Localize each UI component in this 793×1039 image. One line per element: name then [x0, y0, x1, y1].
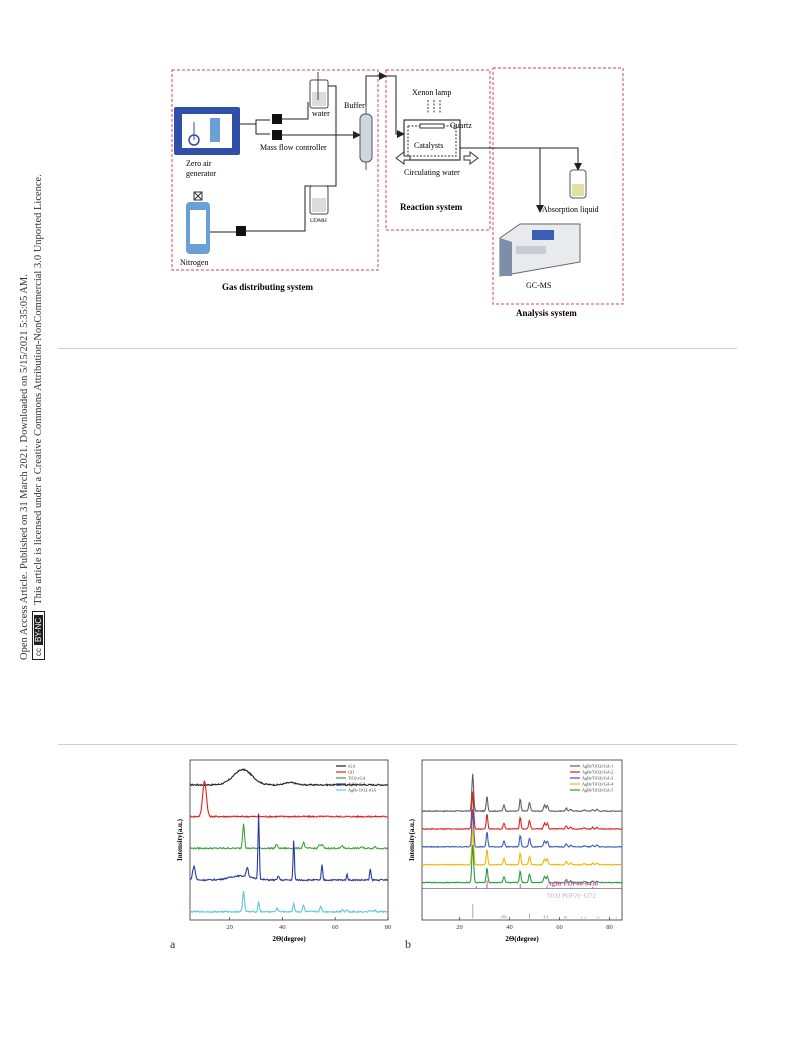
series-line-rGA [189, 768, 389, 787]
legend-label-AgBr/TiO2/rGA-5: AgBr/TiO2/rGA-5 [582, 788, 613, 793]
water-bubbler-icon [309, 72, 329, 109]
gc-ms-label: GC-MS [526, 281, 551, 290]
agbr-reference-label: AgBr PDF06-0438 [547, 881, 599, 888]
x-axis-label: 2Θ(degree) [272, 935, 306, 943]
x-tick-label-20: 20 [456, 924, 463, 931]
gas-system-title: Gas distributing system [222, 282, 314, 292]
udmh-label: UDMH [310, 218, 327, 224]
legend-label-AgBr/TiO2/rGA-2: AgBr/TiO2/rGA-2 [582, 770, 613, 775]
legend-label-rGA: rGA [348, 764, 355, 769]
plot-frame [189, 759, 389, 921]
legend-label-AgBr-rGA: AgBr-rGA [348, 782, 366, 787]
gc-ms-instrument-icon [499, 223, 581, 277]
legend-label-AgBr/TiO2/rGA-1: AgBr/TiO2/rGA-1 [582, 764, 613, 769]
x-tick-label-40: 40 [279, 924, 286, 931]
series-line-AgBr/TiO2/rGA-2 [421, 791, 622, 831]
x-tick-label-80: 80 [385, 924, 392, 931]
water-out-arrow-icon [463, 151, 479, 165]
license-text[interactable]: This article is licensed under a Creativ… [33, 174, 44, 605]
x-tick-label-60: 60 [556, 924, 563, 931]
xenon-lamp-label: Xenon lamp [412, 88, 451, 97]
photoreactor-icon [403, 119, 461, 161]
reaction-system-box [385, 69, 491, 231]
buffer-vessel-icon [359, 106, 373, 170]
published-line: Open Access Article. Published on 31 Mar… [19, 274, 30, 660]
zero-air-generator-icon [174, 107, 240, 155]
section-divider-bottom [58, 744, 737, 745]
absorption-bottle-icon [569, 169, 587, 199]
series-line-AgBr-rGA [189, 813, 389, 882]
x-tick-label-20: 20 [226, 924, 233, 931]
x-axis-label: 2Θ(degree) [505, 935, 539, 943]
legend-label-AgBr/TiO2/rGA-3: AgBr/TiO2/rGA-3 [582, 776, 613, 781]
tio2-reference-label: TiO2 PDF21-1272 [547, 893, 596, 900]
cc-by-nc-badge-icon[interactable]: ccBY-NC [32, 610, 46, 660]
experimental-setup-diagram: Zero air generator Nitrogen Mass flow co… [171, 67, 624, 318]
reaction-system-title: Reaction system [400, 202, 463, 212]
series-line-TiO2-rGA [189, 823, 388, 851]
series-line-GO [189, 780, 389, 819]
plot-frame [421, 759, 623, 921]
y-axis-label: Intensity(a.u.) [408, 818, 416, 861]
circulating-water-label: Circulating water [404, 168, 460, 177]
y-axis-label: Intensity(a.u.) [176, 818, 184, 861]
x-tick-label-40: 40 [506, 924, 513, 931]
generator-label: generator [186, 169, 217, 178]
article-license-sidebar: Open Access Article. Published on 31 Mar… [18, 120, 58, 660]
xenon-lamp-rays-icon [427, 100, 441, 114]
water-in-arrow-icon [395, 151, 411, 165]
series-line-AgBr/TiO2/rGA-5 [421, 844, 623, 884]
legend-label-AgBr/TiO2/rGA-4: AgBr/TiO2/rGA-4 [582, 782, 614, 787]
legend-label-AgBr-TiO2-rGA: AgBr-TiO2-rGA [348, 788, 376, 793]
legend-label-GO: GO [348, 770, 354, 775]
legend-label-TiO2-rGA: TiO2-rGA [348, 776, 366, 781]
series-line-AgBr/TiO2/rGA-1 [422, 773, 623, 813]
series-line-AgBr-TiO2-rGA [189, 891, 389, 914]
analysis-system-title: Analysis system [516, 308, 577, 318]
panel-letter-b: b [405, 937, 411, 951]
x-tick-label-80: 80 [606, 924, 613, 931]
udmh-bubbler-icon [309, 185, 329, 215]
buffer-label: Buffer [344, 101, 365, 110]
section-divider-top [58, 348, 737, 349]
water-label: water [312, 109, 330, 118]
series-line-AgBr/TiO2/rGA-4 [421, 827, 623, 866]
x-tick-label-60: 60 [332, 924, 339, 931]
license-line: ccBY-NC This article is licensed under a … [32, 174, 46, 660]
xrd-chart-b: AgBr/TiO2/rGA-1AgBr/TiO2/rGA-2AgBr/TiO2/… [408, 759, 623, 943]
panel-letter-a: a [170, 937, 176, 951]
series-line-AgBr/TiO2/rGA-3 [421, 809, 622, 849]
nitrogen-label: Nitrogen [180, 258, 208, 267]
quartz-label: Quartz [450, 121, 472, 130]
absorption-liquid-label: Absorption liquid [542, 205, 599, 214]
catalysts-label: Catalysts [414, 141, 443, 150]
nitrogen-cylinder-icon [186, 191, 210, 254]
gas-system-box [171, 69, 379, 271]
zero-air-label: Zero air [186, 159, 212, 168]
mass-flow-controller-icon [236, 114, 282, 236]
mass-flow-label: Mass flow controller [260, 143, 327, 152]
analysis-system-box [492, 67, 624, 305]
